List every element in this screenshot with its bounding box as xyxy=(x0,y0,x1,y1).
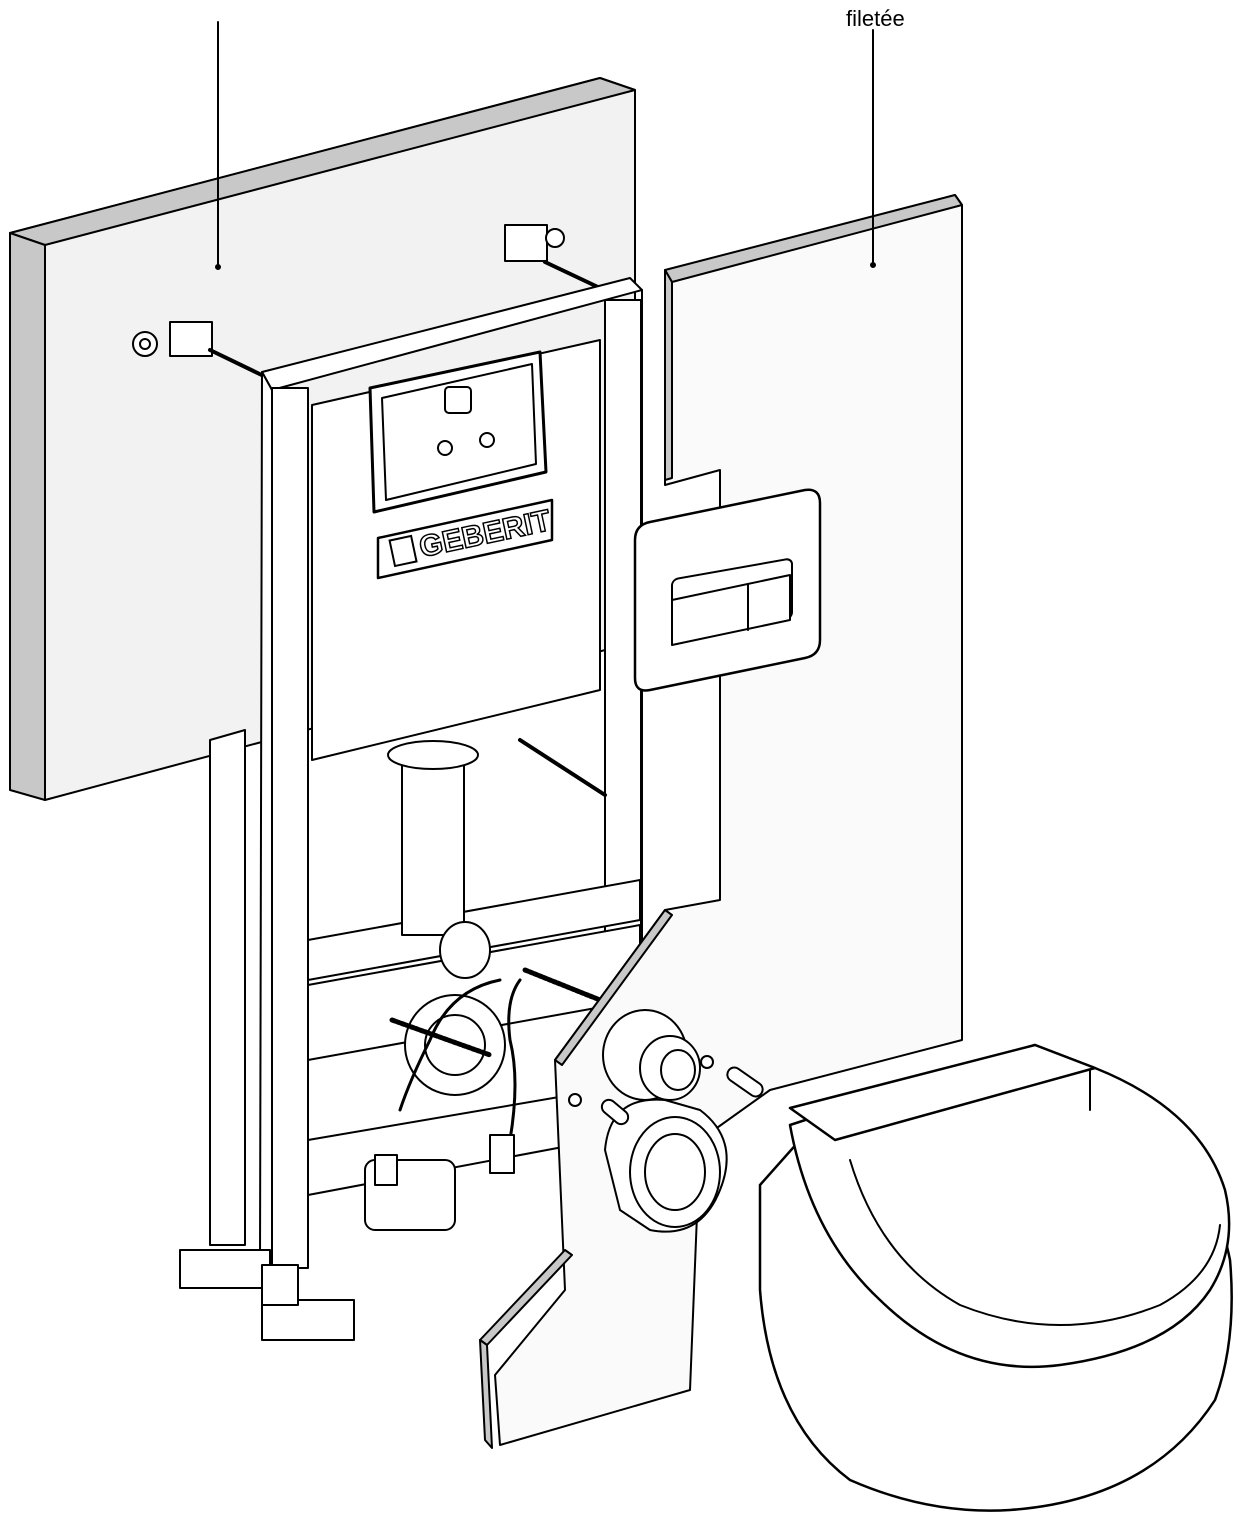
label-top-left xyxy=(100,0,340,12)
flush-plate xyxy=(633,488,822,692)
leader-dot-left xyxy=(215,264,221,270)
wall-bracket-left xyxy=(132,321,274,382)
connection-fittings xyxy=(568,1009,764,1233)
wall-hung-toilet xyxy=(758,1043,1233,1512)
wall-bracket-right xyxy=(504,224,602,290)
label-threaded: filetée xyxy=(846,6,905,31)
leader-dot-right xyxy=(870,262,876,268)
